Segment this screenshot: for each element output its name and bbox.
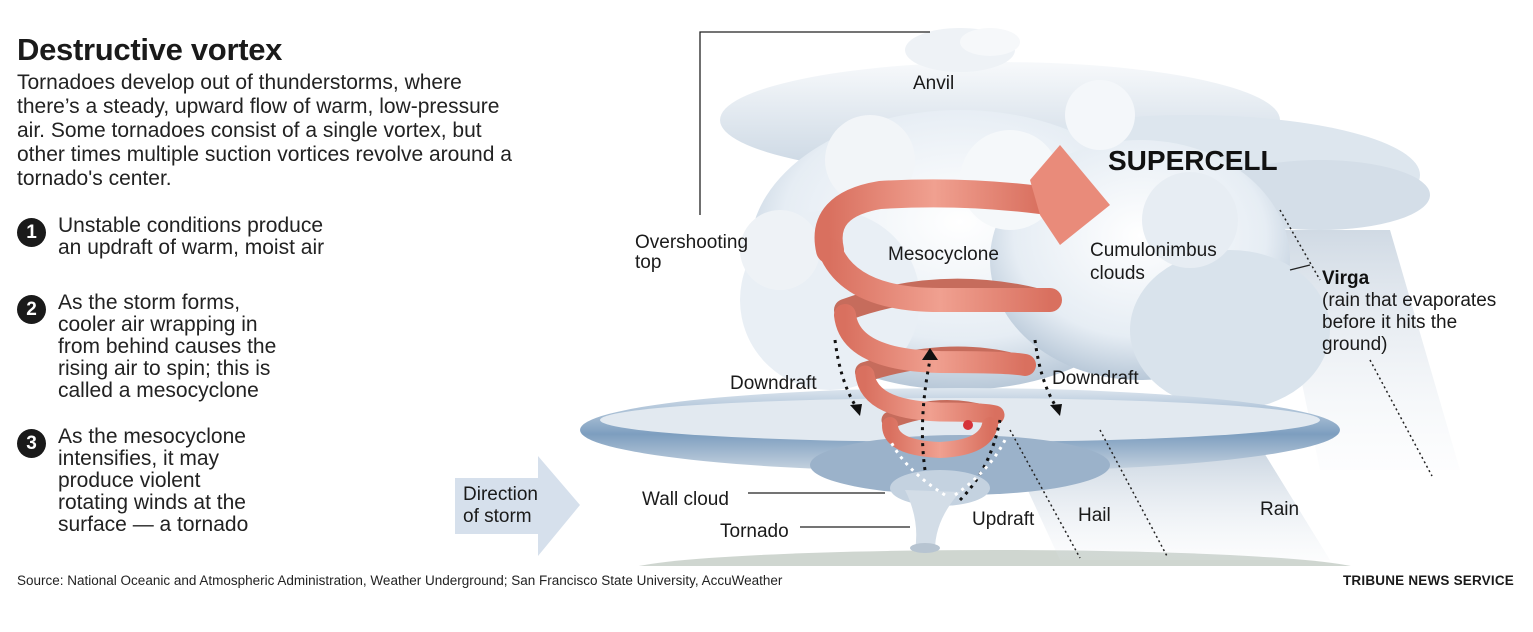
intro-text: Tornadoes develop out of thunderstorms, …: [17, 71, 512, 190]
label-downdraft-left: Downdraft: [730, 373, 817, 394]
label-anvil: Anvil: [913, 73, 954, 94]
label-virga: Virga: [1322, 268, 1370, 289]
updraft-arrows: [920, 359, 1002, 502]
tornado-funnel: [890, 470, 990, 553]
step-text: As the mesocyclone intensifies, it may p…: [58, 425, 249, 536]
label-supercell: SUPERCELL: [1108, 145, 1278, 176]
label-virga-desc-3: ground): [1322, 334, 1388, 355]
source-note: Source: National Oceanic and Atmospheric…: [17, 573, 783, 588]
label-updraft: Updraft: [972, 509, 1035, 530]
label-virga-desc-1: (rain that evaporates: [1322, 290, 1496, 311]
label-mesocyclone: Mesocyclone: [888, 244, 999, 265]
label-direction-1: Direction: [463, 484, 538, 505]
step-text: As the storm forms, cooler air wrapping …: [58, 291, 277, 402]
storm-direction-arrow: [455, 456, 580, 556]
label-cumulonimbus-2: clouds: [1090, 263, 1145, 284]
label-direction-2: of storm: [463, 506, 532, 527]
label-wall-cloud: Wall cloud: [642, 489, 729, 510]
label-downdraft-right: Downdraft: [1052, 368, 1139, 389]
label-hail: Hail: [1078, 505, 1111, 526]
mesocyclone-spiral: [814, 179, 1062, 459]
step-number-badge: 3: [17, 429, 46, 458]
spiral-arrowhead: [1030, 145, 1110, 245]
step-number-badge: 1: [17, 218, 46, 247]
label-rain: Rain: [1260, 499, 1299, 520]
leader-lines: [699, 31, 1311, 528]
label-tornado: Tornado: [720, 521, 789, 542]
label-overshooting-2: top: [635, 252, 661, 273]
step-number-badge: 2: [17, 295, 46, 324]
label-cumulonimbus-1: Cumulonimbus: [1090, 240, 1217, 261]
step-text: Unstable conditions produce an updraft o…: [58, 214, 325, 259]
dotted-leaders: [1009, 209, 1433, 559]
label-virga-desc-2: before it hits the: [1322, 312, 1457, 333]
credit-line: TRIBUNE NEWS SERVICE: [1342, 573, 1514, 588]
page-title: Destructive vortex: [17, 32, 283, 67]
label-overshooting-1: Overshooting: [635, 232, 748, 253]
updraft-white-lines: [888, 439, 1007, 497]
